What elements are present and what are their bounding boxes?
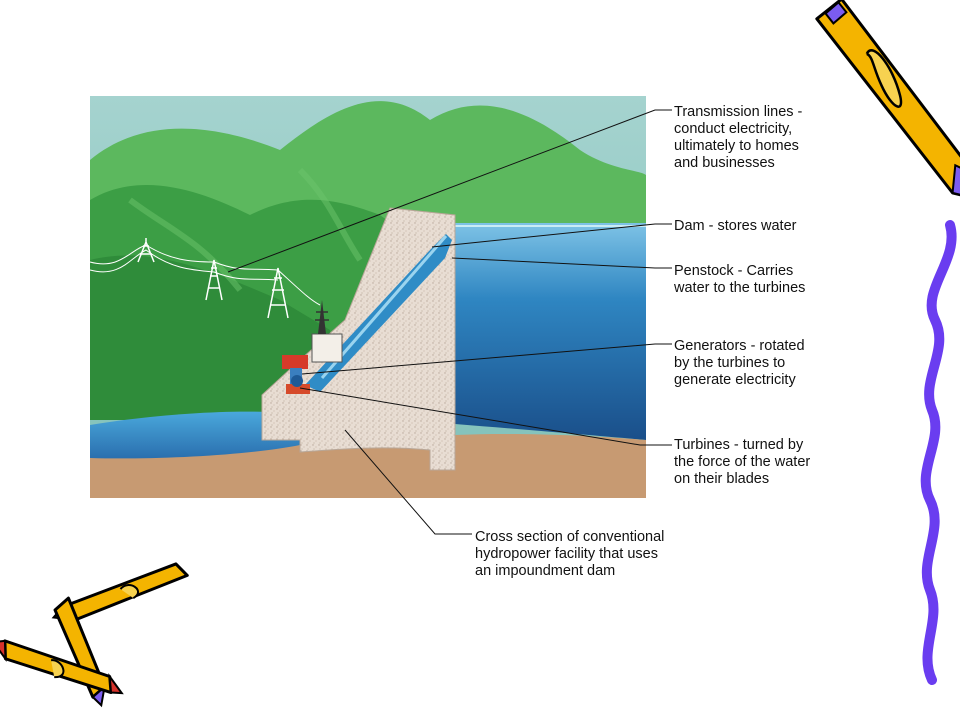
earth (90, 433, 646, 498)
caption-cross-section: Cross section of conventional hydropower… (475, 529, 665, 579)
turbine (286, 384, 310, 394)
crayon-icon (0, 562, 189, 708)
powerhouse (311, 333, 343, 363)
pencil-icon (815, 0, 960, 198)
squiggle-line-icon (920, 220, 957, 685)
mountain-foreground (90, 255, 330, 420)
label-transmission-lines: Transmission lines - conduct electricity… (674, 104, 803, 171)
label-generators: Generators - rotated by the turbines to … (674, 338, 805, 388)
river (90, 411, 300, 459)
reservoir (455, 223, 646, 440)
leader-lines (227, 109, 672, 535)
label-penstock: Penstock - Carries water to the turbines (674, 263, 806, 296)
transmission-towers (89, 238, 321, 319)
generator (282, 355, 308, 369)
label-dam: Dam - stores water (674, 218, 797, 234)
diagram-image (89, 96, 646, 498)
label-turbines: Turbines - turned by the force of the wa… (674, 437, 811, 487)
